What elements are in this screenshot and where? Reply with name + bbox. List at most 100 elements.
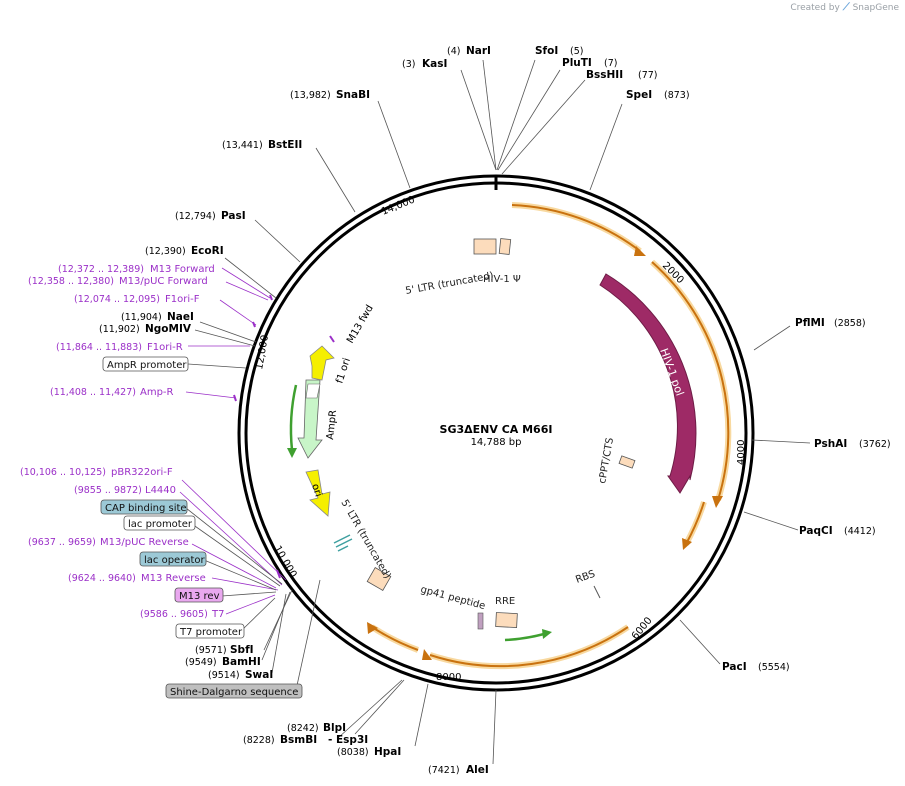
ori-feature[interactable]: ori bbox=[305, 469, 331, 517]
orf-arrow-bottom-left-icon bbox=[367, 622, 378, 634]
boxed-m13rev[interactable]: M13 rev bbox=[174, 587, 224, 603]
ampr-arrow[interactable] bbox=[297, 379, 323, 459]
boxed-lacprom[interactable]: lac promoter bbox=[123, 515, 196, 531]
ori-label: ori bbox=[309, 483, 323, 499]
site-nari-pos: (4) bbox=[447, 46, 460, 57]
boxed-amprpromoter-label: AmpR promoter bbox=[107, 360, 187, 371]
boxed-cap[interactable]: CAP binding site bbox=[100, 499, 188, 515]
rbs-label: RBS bbox=[574, 569, 597, 586]
site-sfoi-pos: (5) bbox=[570, 46, 583, 57]
f1ori-arrow[interactable] bbox=[309, 345, 335, 381]
primer-f1orif-pos: (12,074 .. 12,095) bbox=[74, 294, 160, 305]
site-bsmbi-pos: (8228) bbox=[243, 735, 275, 746]
orf-arrow-bottom-icon bbox=[422, 649, 432, 660]
ltr5-bottom-label: 5' LTR (truncated) bbox=[338, 498, 392, 581]
primer-m13pucfwd[interactable]: M13/pUC Forward bbox=[119, 276, 208, 287]
site-naei-pos: (11,904) bbox=[121, 312, 162, 323]
f1ori-feature[interactable]: f1 ori M13 fwd bbox=[309, 303, 376, 385]
primer-m13rev-pos: (9624 .. 9640) bbox=[68, 573, 136, 584]
primer-m13pucrev-pos: (9637 .. 9659) bbox=[28, 537, 96, 548]
site-pflmi[interactable]: PflMI bbox=[795, 317, 825, 329]
primer-m13pucrev[interactable]: M13/pUC Reverse bbox=[100, 537, 189, 548]
rbs-tick bbox=[593, 585, 601, 599]
cppt-box[interactable] bbox=[618, 455, 636, 469]
primer-m13rev[interactable]: M13 Reverse bbox=[141, 573, 206, 584]
ampr-green-orf bbox=[289, 384, 298, 451]
site-sbfi[interactable]: SbfI bbox=[230, 644, 254, 656]
site-paci[interactable]: PacI bbox=[722, 661, 747, 673]
site-sfoi[interactable]: SfoI bbox=[535, 45, 558, 57]
primer-m13pucfwd-pos: (12,358 .. 12,380) bbox=[28, 276, 114, 287]
enzyme-leaders bbox=[194, 59, 811, 765]
primer-f1orif[interactable]: F1ori-F bbox=[165, 294, 200, 305]
orf-arc-top bbox=[511, 202, 642, 254]
boxed-t7prom[interactable]: T7 promoter bbox=[175, 623, 245, 639]
site-kasi[interactable]: KasI bbox=[422, 58, 447, 70]
site-paqci-pos: (4412) bbox=[844, 526, 876, 537]
ltr-box-top-1[interactable] bbox=[473, 238, 497, 255]
site-pshai[interactable]: PshAI bbox=[814, 438, 847, 450]
boxed-shine[interactable]: Shine-Dalgarno sequence bbox=[165, 683, 303, 699]
primer-f1orir[interactable]: F1ori-R bbox=[147, 342, 183, 353]
lac-region-marks bbox=[333, 534, 353, 552]
site-nari[interactable]: NarI bbox=[466, 45, 491, 57]
green-orf-bottom[interactable] bbox=[504, 632, 545, 642]
orf-arrow-top-icon bbox=[634, 246, 646, 256]
site-spei[interactable]: SpeI bbox=[626, 89, 652, 101]
site-hpai[interactable]: HpaI bbox=[374, 746, 401, 758]
brand-app-name: SnapGene bbox=[852, 3, 899, 13]
site-blpi[interactable]: BlpI bbox=[323, 722, 346, 734]
gp41-label: gp41 peptide bbox=[419, 584, 486, 612]
ampr-feature[interactable]: AmpR bbox=[287, 379, 339, 459]
site-pluti[interactable]: PluTI bbox=[562, 57, 592, 69]
snapgene-brand: Created by ⟋ SnapGene bbox=[790, 2, 899, 13]
primer-pbr322[interactable]: pBR322ori-F bbox=[111, 467, 173, 478]
orf-arcs bbox=[367, 202, 732, 670]
site-blpi-pos: (8242) bbox=[287, 723, 319, 734]
primer-t7[interactable]: T7 bbox=[211, 609, 224, 620]
boxed-lacop[interactable]: lac operator bbox=[139, 551, 207, 567]
primer-ampr[interactable]: Amp-R bbox=[140, 387, 174, 398]
site-swai[interactable]: SwaI bbox=[245, 669, 273, 681]
primer-m13fwd[interactable]: M13 Forward bbox=[150, 264, 215, 275]
site-paci-pos: (5554) bbox=[758, 662, 790, 673]
site-ngomiv[interactable]: NgoMIV bbox=[145, 323, 192, 335]
boxed-lacop-label: lac operator bbox=[144, 555, 205, 566]
hiv1-pol-feature[interactable]: HIV-1 pol bbox=[599, 273, 697, 494]
site-paqci[interactable]: PaqCI bbox=[799, 525, 833, 537]
site-pasi[interactable]: PasI bbox=[221, 210, 246, 222]
brand-created-by: Created by bbox=[790, 3, 840, 13]
plasmid-name: SG3ΔENV CA M66I bbox=[440, 423, 553, 436]
ampr-green-arrow-icon bbox=[287, 448, 297, 458]
primer-l4440[interactable]: L4440 bbox=[145, 485, 176, 496]
site-pluti-pos: (7) bbox=[604, 58, 617, 69]
site-ngomiv-pos: (11,902) bbox=[99, 324, 140, 335]
gp41-box[interactable] bbox=[477, 612, 484, 630]
site-esp3i[interactable]: - Esp3I bbox=[328, 734, 368, 746]
site-bamhi-pos: (9549) bbox=[185, 657, 217, 668]
boxed-cap-label: CAP binding site bbox=[105, 503, 187, 514]
ltr-box-top-2[interactable] bbox=[498, 238, 512, 255]
site-ecori[interactable]: EcoRI bbox=[191, 245, 224, 257]
ori-arrow[interactable] bbox=[305, 469, 331, 517]
site-bsmbi[interactable]: BsmBI bbox=[280, 734, 317, 746]
hiv1-pol-arrow[interactable] bbox=[599, 273, 697, 494]
site-bamhi[interactable]: BamHI bbox=[222, 656, 261, 668]
backbone-marks bbox=[233, 294, 281, 579]
site-sbfi-pos: (9571) bbox=[195, 645, 227, 656]
site-swai-pos: (9514) bbox=[208, 670, 240, 681]
site-snabi[interactable]: SnaBI bbox=[336, 89, 370, 101]
m13fwd-feature-label: M13 fwd bbox=[345, 303, 376, 345]
site-pasi-pos: (12,794) bbox=[175, 211, 216, 222]
site-bsteii[interactable]: BstEII bbox=[268, 139, 302, 151]
ltr-box-bottom[interactable] bbox=[366, 567, 392, 591]
site-naei[interactable]: NaeI bbox=[167, 311, 194, 323]
primer-ampr-pos: (11,408 .. 11,427) bbox=[50, 387, 136, 398]
boxed-amprpromoter[interactable]: AmpR promoter bbox=[102, 356, 189, 372]
site-alei[interactable]: AleI bbox=[466, 764, 489, 776]
orf-arrow-right-lower-icon bbox=[682, 538, 692, 550]
rre-box[interactable] bbox=[495, 612, 518, 628]
ruler-10000: 10,000 bbox=[271, 544, 298, 580]
site-bsshii[interactable]: BssHII bbox=[586, 69, 623, 81]
green-orf-bottom-arrow-icon bbox=[542, 629, 552, 639]
